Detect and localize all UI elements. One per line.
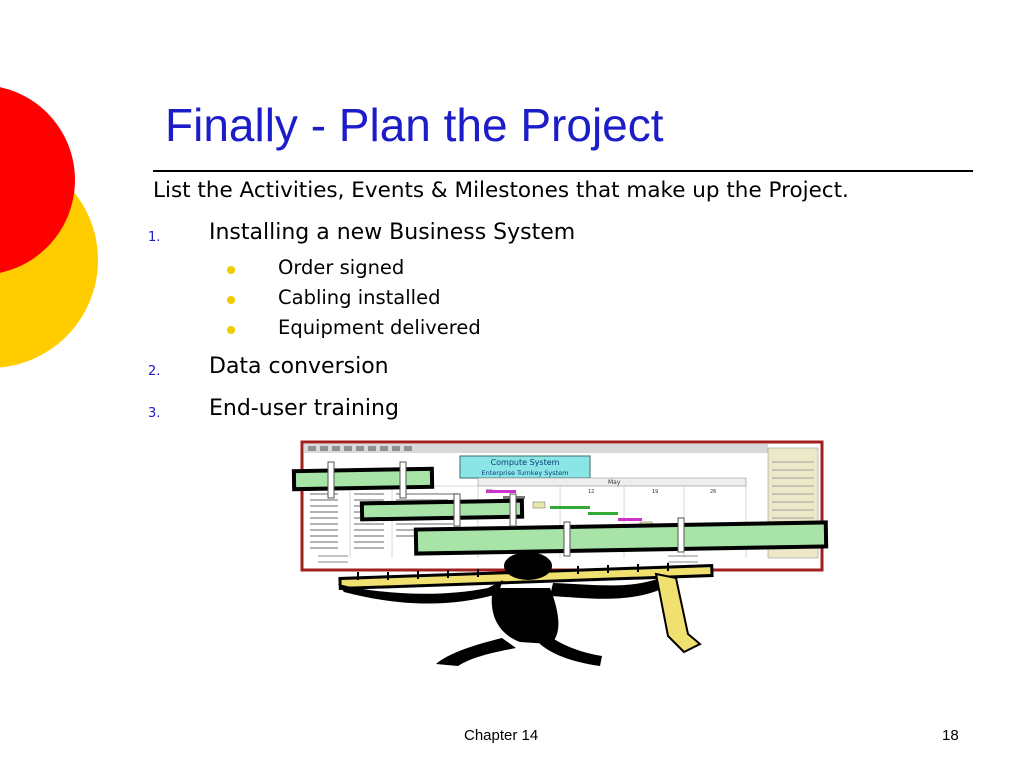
- list-item: 3. End-user training: [145, 396, 745, 430]
- list-item-text: Data conversion: [209, 354, 389, 379]
- decorative-circles: [0, 87, 98, 368]
- project-plan-clipart: Compute System Enterprise Turnkey System…: [291, 440, 829, 666]
- sub-list-item: Cabling installed: [145, 284, 745, 314]
- gantt-week-tick: 19: [652, 489, 658, 495]
- list-item: 2. Data conversion: [145, 354, 745, 396]
- sub-list-item: Order signed: [145, 254, 745, 284]
- bullet-icon: [227, 296, 235, 304]
- list-item-text: End-user training: [209, 396, 399, 421]
- board-clips: [327, 461, 685, 557]
- footer-chapter: Chapter 14: [464, 727, 539, 744]
- activity-list: 1. Installing a new Business System Orde…: [145, 220, 745, 430]
- gantt-week-tick: 26: [710, 489, 716, 495]
- gantt-toolbar: [304, 444, 768, 453]
- sub-item-text: Cabling installed: [278, 286, 441, 309]
- bullet-icon: [227, 326, 235, 334]
- list-number: 3.: [148, 406, 161, 421]
- list-number: 1.: [148, 230, 161, 245]
- list-item: 1. Installing a new Business System: [145, 220, 745, 254]
- person-silhouette: [338, 552, 664, 666]
- slide-number: 18: [942, 727, 959, 744]
- sub-item-text: Equipment delivered: [278, 316, 481, 339]
- gantt-legend: [318, 555, 698, 563]
- sub-list-item: Equipment delivered: [145, 314, 745, 354]
- gantt-title-line2: Enterprise Turnkey System: [482, 469, 569, 477]
- ruler-ticks: [357, 563, 669, 580]
- list-item-text: Installing a new Business System: [209, 220, 576, 245]
- gantt-month-label: May: [608, 479, 621, 486]
- sub-item-text: Order signed: [278, 256, 405, 279]
- title-divider: [153, 170, 973, 172]
- green-board: [359, 498, 525, 522]
- green-board: [413, 520, 829, 556]
- green-board: [291, 466, 435, 492]
- bullet-icon: [227, 266, 235, 274]
- toolbar-buttons: [308, 446, 412, 451]
- slide-subtitle: List the Activities, Events & Milestones…: [153, 178, 849, 203]
- slide-title: Finally - Plan the Project: [165, 99, 664, 151]
- list-number: 2.: [148, 364, 161, 379]
- gantt-title-line1: Compute System: [491, 458, 560, 467]
- red-circle: [0, 87, 75, 273]
- gantt-week-tick: 12: [588, 489, 594, 495]
- tie-icon: [654, 572, 702, 654]
